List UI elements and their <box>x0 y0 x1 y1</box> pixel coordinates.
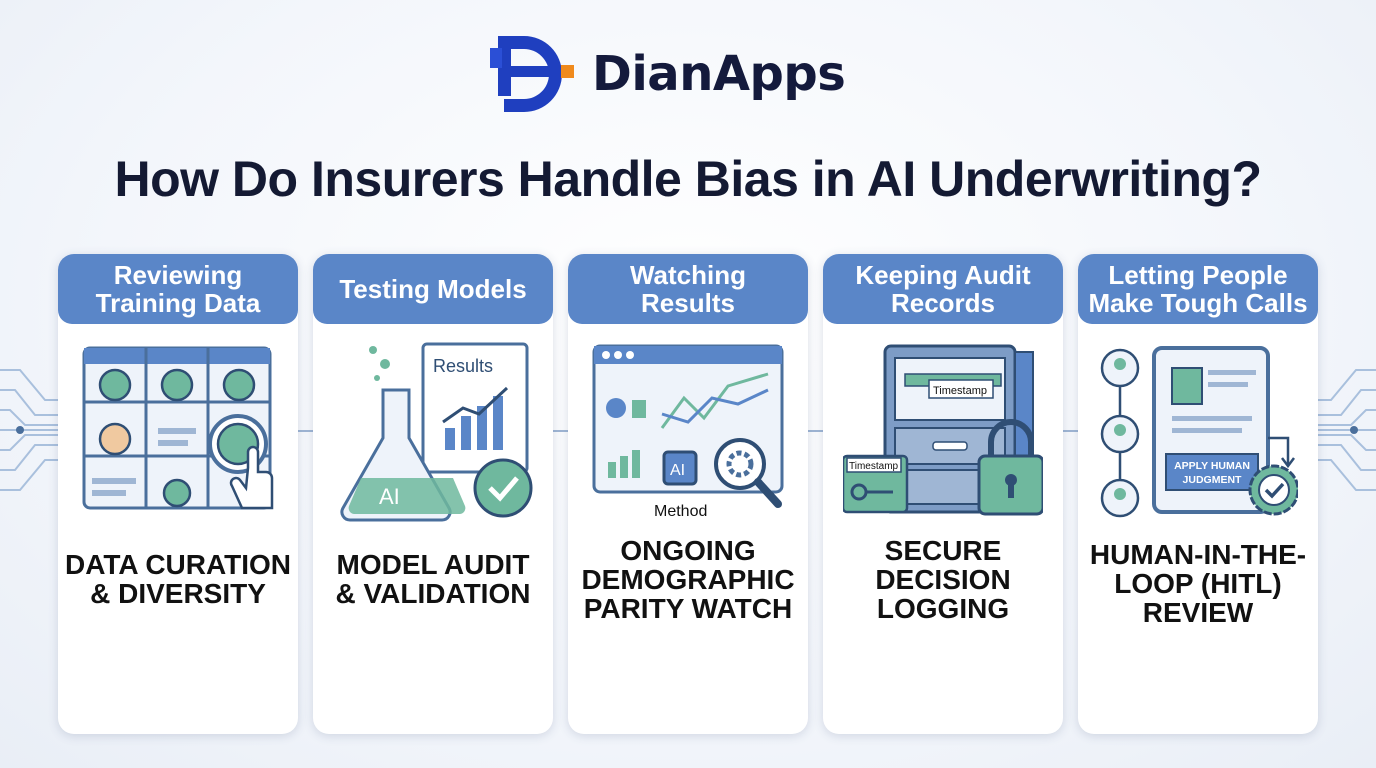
brand-name: DianApps <box>592 46 846 102</box>
profile-grid-icon <box>82 346 274 510</box>
check-badge-icon <box>473 458 533 518</box>
magnifier-gear-icon <box>714 438 766 490</box>
ai-chip-icon <box>662 450 698 486</box>
card-label: HUMAN-IN-THE-LOOP (HITL)REVIEW <box>1089 539 1307 628</box>
pointing-hand-icon <box>229 445 274 510</box>
filing-cabinet-icon: Timestamp Timestamp <box>843 344 1043 516</box>
connector-line <box>298 430 314 432</box>
svg-text:Timestamp: Timestamp <box>933 385 987 397</box>
connector-line <box>808 430 824 432</box>
flask-icon: Results AI <box>340 342 533 522</box>
svg-text:AI: AI <box>670 462 685 479</box>
svg-text:AI: AI <box>379 484 400 509</box>
dashboard-icon: AI Method <box>592 344 784 520</box>
padlock-icon <box>988 419 1034 458</box>
dianapps-logo-icon <box>490 36 574 112</box>
brand-logo: DianApps <box>490 28 846 120</box>
svg-text:Timestamp: Timestamp <box>849 461 899 472</box>
card-label: MODEL AUDIT& VALIDATION <box>335 549 531 609</box>
svg-text:Method: Method <box>654 503 707 520</box>
card-testing-models: Testing Models Results AI MODEL AUDIT& V… <box>313 254 553 734</box>
svg-text:JUDGMENT: JUDGMENT <box>1183 474 1243 486</box>
connector-line <box>553 430 569 432</box>
card-header: Testing Models <box>313 254 553 324</box>
connector-line <box>1063 430 1079 432</box>
left-circuit-decoration <box>0 369 60 491</box>
svg-text:Results: Results <box>433 356 493 376</box>
svg-text:APPLY HUMAN: APPLY HUMAN <box>1174 460 1250 472</box>
right-circuit-decoration <box>1316 369 1376 491</box>
people-chain-icon: APPLY HUMAN JUDGMENT <box>1100 346 1298 518</box>
card-label: DATA CURATION& DIVERSITY <box>64 549 292 609</box>
page-title: How Do Insurers Handle Bias in AI Underw… <box>114 151 1262 207</box>
